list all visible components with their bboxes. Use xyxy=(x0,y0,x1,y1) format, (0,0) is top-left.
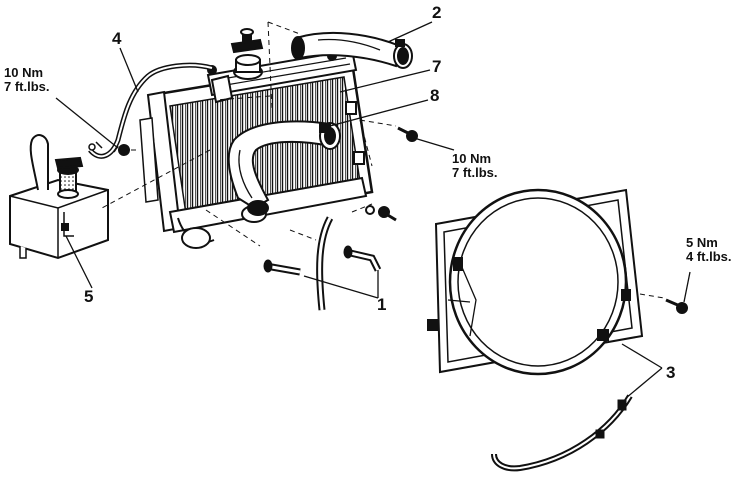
radiator-cap xyxy=(232,29,262,52)
lower-shroud-strap xyxy=(494,396,630,468)
radiator xyxy=(140,50,372,248)
torque-shroud-nm: 5 Nm xyxy=(686,235,718,250)
callout-8: 8 xyxy=(430,86,440,105)
fan-shroud xyxy=(428,190,642,374)
torque-radiator-bolt: 10 Nm 7 ft.lbs. xyxy=(452,152,498,179)
callout-1: 1 xyxy=(377,295,387,314)
coolant-reservoir xyxy=(10,135,108,258)
shroud-bolt xyxy=(666,300,687,313)
callout-5: 5 xyxy=(84,287,94,306)
callout-2: 2 xyxy=(432,3,442,22)
radiator-bolt xyxy=(398,128,417,141)
torque-radiator-nm: 10 Nm xyxy=(452,151,492,166)
upper-radiator-hose xyxy=(292,33,412,68)
overflow-hose xyxy=(89,65,212,156)
torque-shroud-ftlb: 4 ft.lbs. xyxy=(686,248,732,264)
torque-reservoir-nm: 10 Nm xyxy=(4,65,44,80)
torque-reservoir-bolt: 10 Nm 7 ft.lbs. xyxy=(4,66,50,93)
torque-reservoir-ftlb: 7 ft.lbs. xyxy=(4,78,50,94)
callout-7: 7 xyxy=(432,57,442,76)
callout-4: 4 xyxy=(112,29,122,48)
torque-radiator-ftlb: 7 ft.lbs. xyxy=(452,164,498,180)
torque-shroud-bolt: 5 Nm 4 ft.lbs. xyxy=(686,236,732,263)
cooler-hoses xyxy=(264,218,378,310)
leader-lines xyxy=(56,22,690,398)
drain-fittings xyxy=(366,206,396,220)
callout-3: 3 xyxy=(666,363,676,382)
lower-radiator-hose xyxy=(229,121,340,215)
assembly-lines xyxy=(102,22,664,298)
